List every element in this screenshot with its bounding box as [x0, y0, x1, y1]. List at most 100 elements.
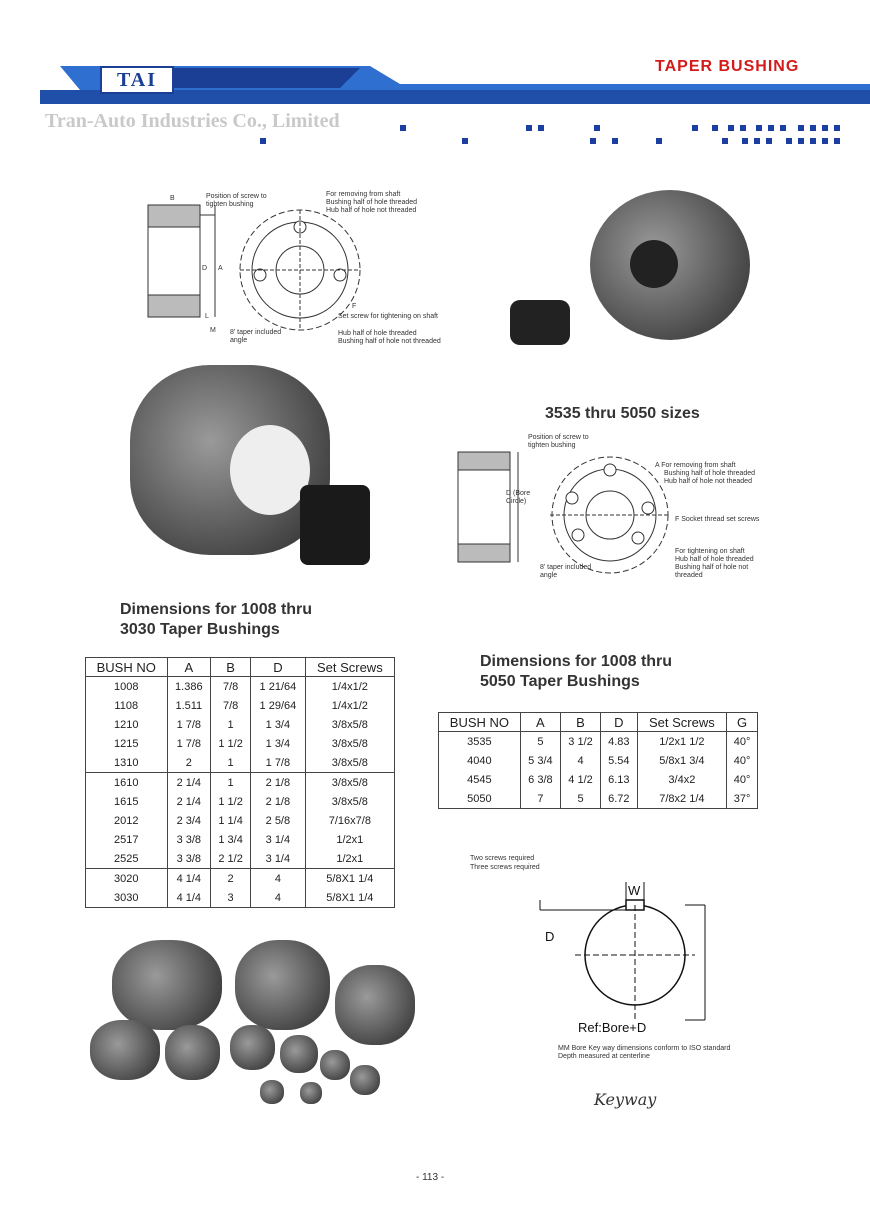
table-cell: 1 3/4 [250, 734, 306, 753]
keyway-note-three-screws: Three screws required [470, 864, 540, 871]
table-header-cell: BUSH NO [85, 657, 168, 677]
table-cell: 1/2x1 [304, 830, 396, 849]
table-cell: 1 7/8 [166, 715, 212, 734]
table-header-cell: Set Screws [636, 712, 728, 732]
keyway-w-label: W [628, 883, 641, 898]
label-taper: 8' taper included angle [230, 329, 282, 344]
bushing-photo-top-right [510, 190, 750, 355]
table-cell: 2 [210, 868, 252, 888]
table-cell: 1615 [85, 792, 168, 811]
table-cell: 1 1/2 [210, 734, 252, 753]
keyway-note-two-screws: Two screws required [470, 855, 535, 862]
group-bushing-2 [235, 940, 330, 1030]
table-cell: 1.386 [166, 676, 212, 696]
table-header-cell: A [166, 657, 212, 677]
label-b: B [170, 195, 175, 202]
table-cell: 3 [210, 888, 252, 908]
label-a: A [218, 265, 223, 272]
keyway-handwritten: Keyway [594, 1090, 657, 1109]
label-bushing-half-right: Bushing half of hole threaded [664, 470, 756, 477]
table-cell: 2 1/4 [166, 792, 212, 811]
group-bushing-8 [320, 1050, 350, 1080]
label-bushing-not: Bushing half of hole not threaded [338, 338, 441, 345]
table-cell: 4 [559, 751, 602, 770]
header: TAI TAPER BUSHING Tran-Auto Industries C… [0, 0, 870, 150]
table-cell: 1/4x1/2 [304, 676, 396, 696]
large-bushing-diagram: Position of screw to tighten bushing A F… [450, 430, 780, 585]
table-cell: 3030 [85, 888, 168, 908]
section-title: TAPER BUSHING [655, 58, 800, 75]
table-cell: 1108 [85, 696, 168, 715]
table-cell: 1215 [85, 734, 168, 753]
table-cell: 1 [210, 715, 252, 734]
label-taper-right: 8' taper included angle [540, 564, 592, 579]
label-hub-threaded-right: Hub half of hole threaded [675, 556, 754, 563]
table-cell: 3/8x5/8 [304, 753, 396, 773]
table-cell: 1 [210, 772, 252, 792]
group-bushing-6 [230, 1025, 275, 1070]
table-cell: 1 7/8 [166, 734, 212, 753]
bushings-group-photo [90, 940, 420, 1115]
table-cell: 5 3/4 [519, 751, 561, 770]
table-cell: 2 5/8 [250, 811, 306, 830]
label-l: L [205, 313, 209, 320]
table-header-cell: G [726, 712, 758, 732]
bushing-bore [630, 240, 678, 288]
table-cell: 1008 [85, 676, 168, 696]
table-cell: 5/8X1 1/4 [304, 888, 396, 908]
table-cell: 1/4x1/2 [304, 696, 396, 715]
table-header-cell: D [600, 712, 638, 732]
label-d: D [202, 265, 208, 272]
table-cell: 2 3/4 [166, 811, 212, 830]
keyway-depth-note: Depth measured at centerline [558, 1053, 650, 1060]
group-bushing-5 [165, 1025, 220, 1080]
table-cell: 40° [726, 751, 758, 770]
table-header-cell: D [250, 657, 306, 677]
table-cell: 4 1/2 [559, 770, 602, 789]
table-cell: 2 1/4 [166, 772, 212, 792]
table-cell: 4 [250, 888, 306, 908]
bushing-photo-middle-left [130, 365, 380, 585]
table-cell: 6 3/8 [519, 770, 561, 789]
keyway-diagram: Two screws required Three screws require… [470, 855, 760, 1115]
label-hub-half-right: Hub half of hole not theaded [664, 478, 752, 485]
table-header-cell: BUSH NO [438, 712, 521, 732]
table-cell: 4040 [438, 751, 521, 770]
table-cell: 6.13 [600, 770, 638, 789]
keyway-d-label: D [545, 929, 555, 944]
page-number: - 113 - [416, 1172, 445, 1183]
table-cell: 3020 [85, 868, 168, 888]
table-cell: 5/8x1 3/4 [636, 751, 728, 770]
table-cell: 7/8 [210, 676, 252, 696]
company-name: Tran-Auto Industries Co., Limited [45, 110, 340, 132]
table-cell: 4 1/4 [166, 888, 212, 908]
keyway-ref: Ref:Bore+D [578, 1020, 647, 1035]
bushing-cross-section-diagram: B D A L M F Position of screw to tighten… [140, 185, 460, 350]
keyway-drawing [539, 882, 706, 1021]
table-cell: 1/2x1 [304, 849, 396, 869]
table-cell: 1 3/4 [250, 715, 306, 734]
label-tightening-right: For tightening on shaft [675, 548, 745, 555]
table-header-cell: Set Screws [304, 657, 396, 677]
logo-text: TAI [116, 69, 158, 91]
table2-title: Dimensions for 1008 thru 5050 Taper Bush… [480, 653, 673, 690]
table-cell: 1.511 [166, 696, 212, 715]
table-cell: 5 [559, 789, 602, 809]
table-cell: 1/2x1 1/2 [636, 731, 728, 751]
table-cell: 7/8x2 1/4 [636, 789, 728, 809]
table-cell: 3535 [438, 731, 521, 751]
keyway-standard-note: MM Bore Key way dimensions conform to IS… [558, 1045, 731, 1052]
label-hub-half: Hub half of hole not threaded [326, 207, 417, 214]
